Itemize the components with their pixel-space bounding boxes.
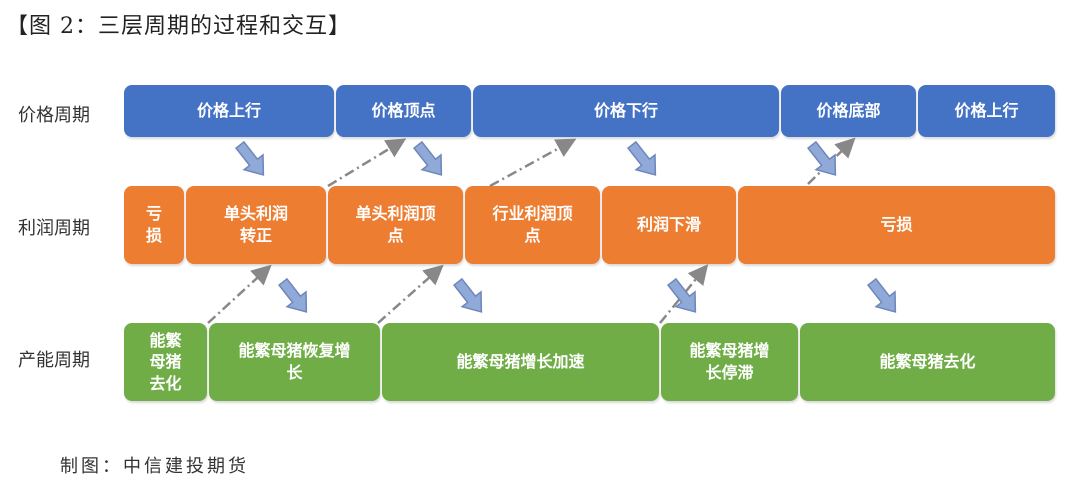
block-arrow-4 <box>807 140 837 176</box>
block-arrow-1 <box>235 140 265 176</box>
capacity-box-destock-2: 能繁母猪去化 <box>800 323 1055 401</box>
capacity-box-stall: 能繁母猪增 长停滞 <box>661 323 798 401</box>
figure-title: 【图 2：三层周期的过程和交互】 <box>6 14 351 39</box>
block-arrow-8 <box>867 277 897 313</box>
block-arrow-6 <box>453 277 483 313</box>
profit-box-loss-2: 亏损 <box>738 186 1055 264</box>
block-arrow-5 <box>278 277 308 313</box>
price-box-up-1: 价格上行 <box>124 85 334 137</box>
row-label-price: 价格周期 <box>18 105 90 126</box>
profit-box-unit-positive: 单头利润 转正 <box>186 186 326 264</box>
block-arrow-3 <box>627 140 657 176</box>
price-box-bottom: 价格底部 <box>781 85 916 137</box>
dash-line-4 <box>207 264 272 324</box>
dash-line-1 <box>327 138 407 188</box>
row-label-capacity: 产能周期 <box>18 350 90 371</box>
dash-line-2 <box>489 138 577 188</box>
profit-box-loss-1: 亏 损 <box>124 186 184 264</box>
block-arrow-2 <box>413 140 443 176</box>
profit-box-unit-peak: 单头利润顶 点 <box>328 186 463 264</box>
profit-box-industry-peak: 行业利润顶 点 <box>465 186 600 264</box>
price-box-peak: 价格顶点 <box>336 85 471 137</box>
block-arrow-7 <box>667 277 697 313</box>
price-box-down: 价格下行 <box>473 85 779 137</box>
profit-box-decline: 利润下滑 <box>602 186 736 264</box>
source-note: 制图：中信建投期货 <box>60 456 249 477</box>
capacity-box-accelerate: 能繁母猪增长加速 <box>382 323 659 401</box>
dash-line-5 <box>377 264 444 324</box>
capacity-box-recover: 能繁母猪恢复增 长 <box>209 323 380 401</box>
price-box-up-2: 价格上行 <box>918 85 1055 137</box>
capacity-box-destock-1: 能繁 母猪 去化 <box>124 323 207 401</box>
row-label-profit: 利润周期 <box>18 218 90 239</box>
